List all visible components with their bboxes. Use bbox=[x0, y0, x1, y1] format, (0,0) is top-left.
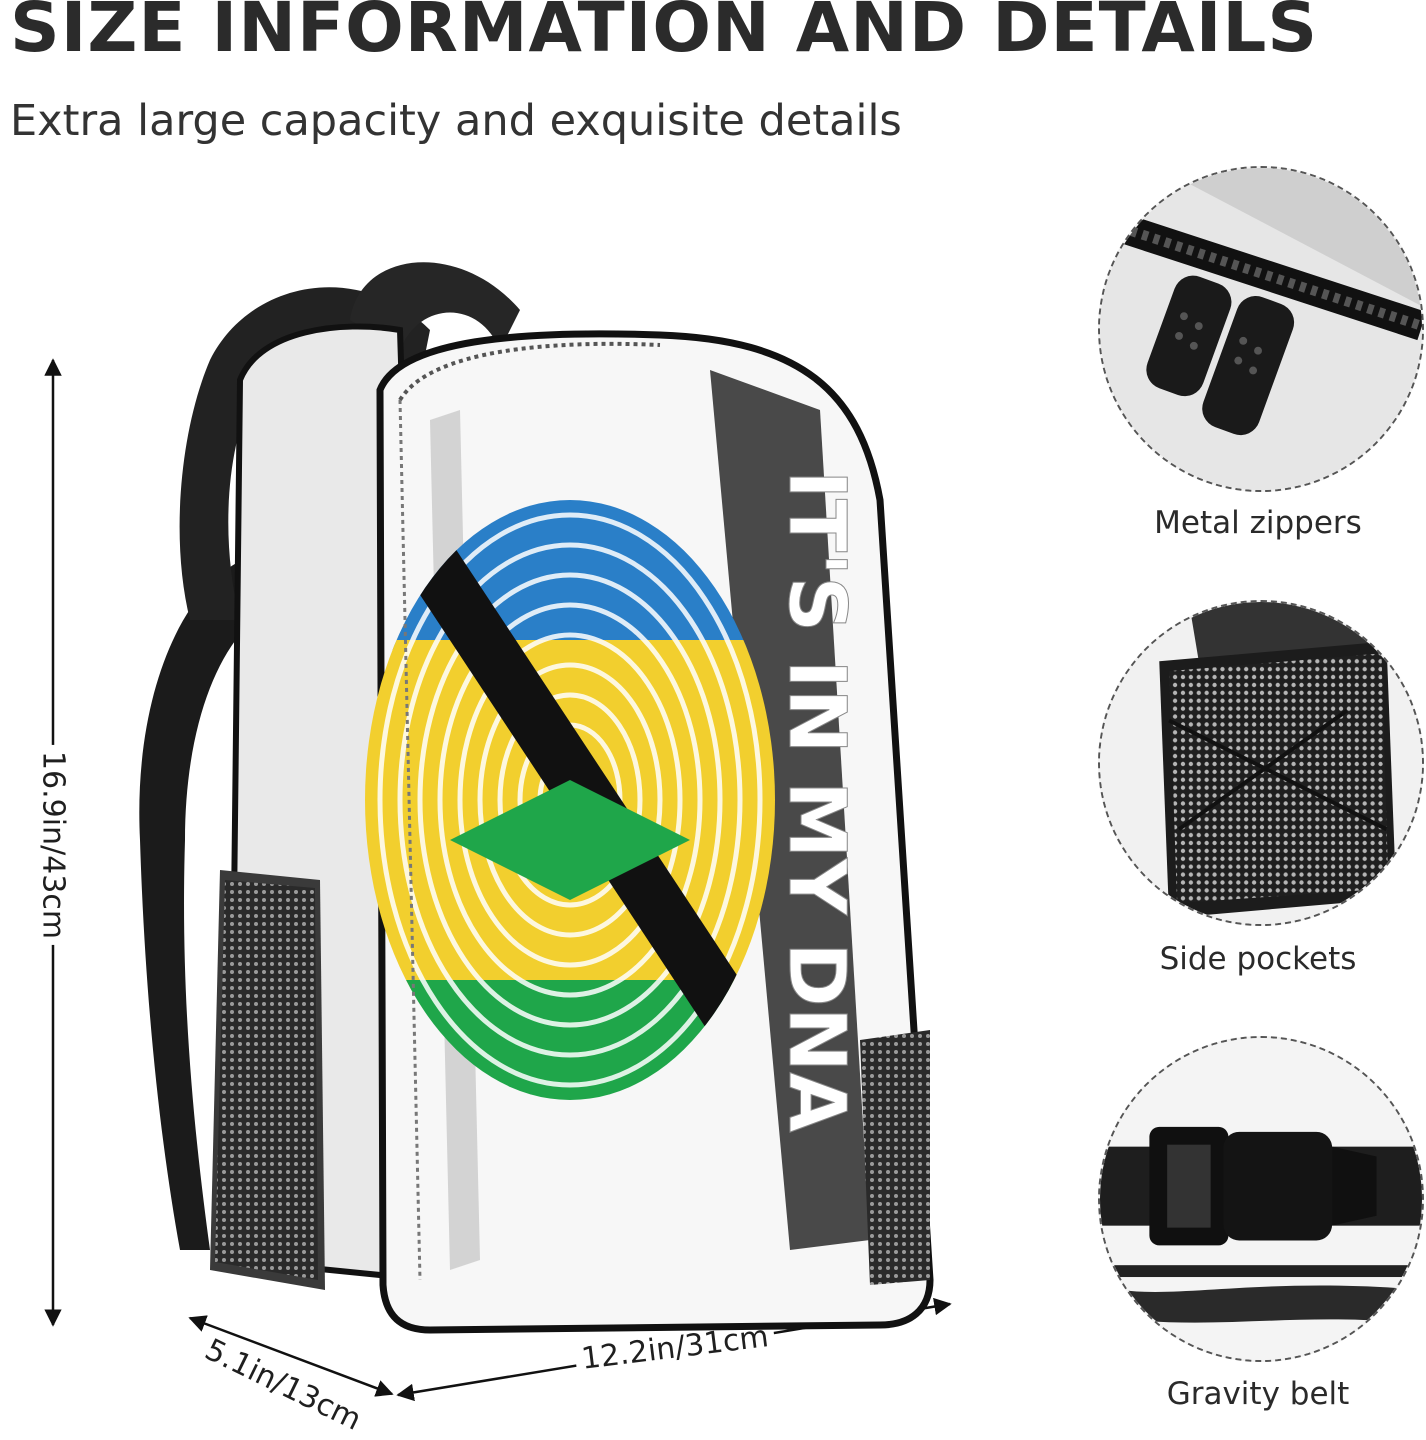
page-title: SIZE INFORMATION AND DETAILS bbox=[10, 0, 1319, 68]
front-zipper bbox=[398, 341, 661, 402]
detail-caption-zippers: Metal zippers bbox=[1154, 505, 1362, 541]
zipper-detail-circle bbox=[1098, 166, 1424, 492]
pocket-detail-circle bbox=[1098, 600, 1424, 926]
belt-detail-circle bbox=[1098, 1036, 1424, 1362]
left-shoulder-strap bbox=[139, 551, 330, 1250]
buckle-strap-detail-icon bbox=[1100, 1038, 1422, 1360]
backpack-image: IT'S IN MY DNA bbox=[100, 240, 960, 1400]
page-subtitle: Extra large capacity and exquisite detai… bbox=[10, 96, 902, 146]
height-label: 16.9in/43cm bbox=[35, 744, 71, 946]
zipper-detail-icon bbox=[1100, 168, 1422, 490]
detail-caption-belt: Gravity belt bbox=[1166, 1376, 1350, 1412]
bag-print-text: IT'S IN MY DNA bbox=[771, 470, 861, 1133]
mesh-pocket-detail-icon bbox=[1100, 602, 1422, 924]
detail-caption-pockets: Side pockets bbox=[1159, 941, 1357, 977]
